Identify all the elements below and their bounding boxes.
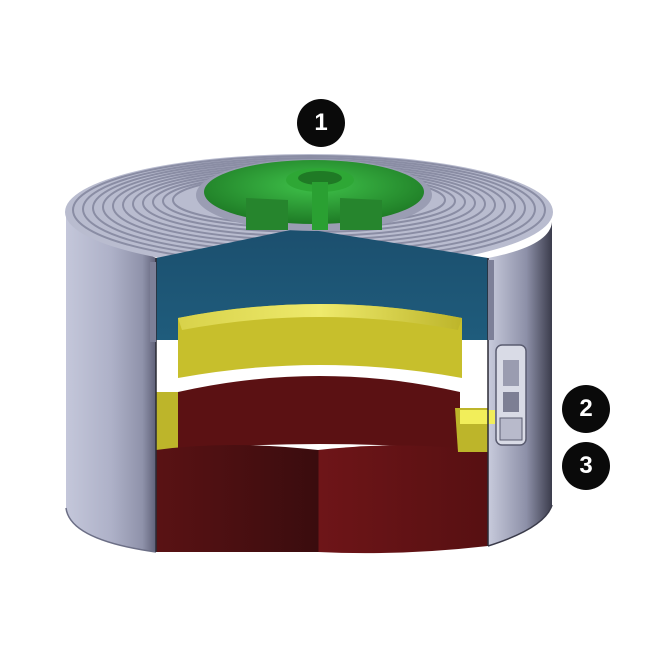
connector-port [495, 344, 527, 446]
callout-badge-3: 3 [562, 442, 610, 490]
cut-edge-teeth [150, 260, 494, 342]
callout-badge-2: 2 [562, 385, 610, 433]
callout-badge-1: 1 [297, 99, 345, 147]
interior-cutaway [155, 228, 495, 554]
top-core [196, 159, 432, 231]
